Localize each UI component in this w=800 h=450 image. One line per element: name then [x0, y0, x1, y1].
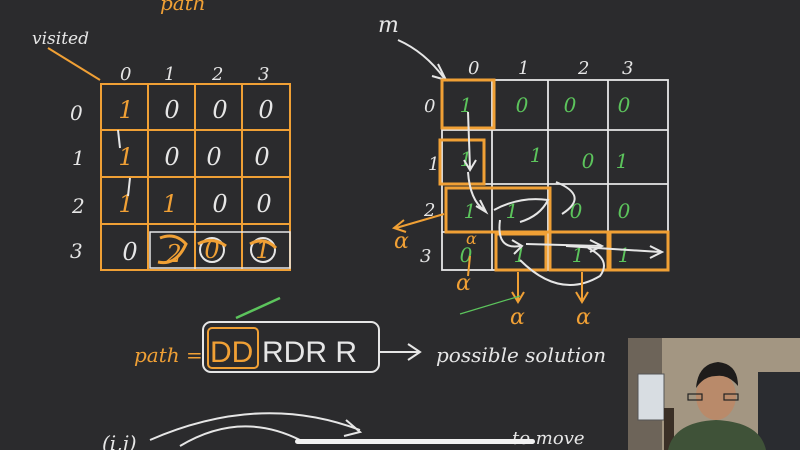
maze-cell-2-1: 1	[506, 199, 519, 223]
path-highlight-box	[207, 327, 259, 369]
visited-col-3: 3	[258, 64, 269, 85]
maze-row-0: 0	[424, 96, 435, 117]
visited-cell-1-1: 0	[164, 143, 179, 171]
maze-col-1: 1	[518, 58, 529, 79]
visited-cell-0-0: 1	[118, 96, 133, 124]
matrix-label: m	[378, 13, 399, 38]
presenter-webcam	[628, 338, 800, 450]
visited-cell-1-3: 0	[254, 143, 269, 171]
visited-cell-1-2: 0	[206, 143, 221, 171]
visited-grid	[100, 83, 291, 271]
alpha-arrows	[391, 213, 589, 304]
maze-row-2: 2	[423, 200, 435, 221]
alpha-bottom-1: α	[510, 305, 525, 330]
maze-row-1: 1	[428, 154, 439, 175]
maze-row-indices: 0 1 2 3	[420, 96, 439, 267]
visited-scribbles	[117, 129, 291, 269]
visited-row-2: 2	[71, 194, 85, 218]
maze-cell-2-3: 0	[618, 199, 631, 223]
visited-row-0: 0	[70, 101, 83, 125]
maze-cell-1-1: 1	[530, 143, 543, 167]
maze-cell-0-2: 0	[564, 93, 577, 117]
maze-cell-3-1: 1	[514, 243, 527, 267]
visited-col-1: 1	[164, 64, 175, 85]
alpha-left: α	[394, 229, 409, 254]
alpha-mid-upper: α	[466, 229, 477, 248]
path-label: path =	[134, 343, 203, 367]
maze-cell-3-3: 1	[618, 243, 631, 267]
visited-row-indices: 0 1 2 3	[70, 101, 85, 263]
maze-col-0: 0	[468, 58, 479, 79]
visited-cell-3-2: 0	[204, 236, 219, 264]
visited-pointer-line	[47, 47, 101, 81]
visited-col-0: 0	[120, 64, 131, 85]
green-check-mark	[235, 296, 281, 320]
maze-cell-0-3: 0	[618, 93, 631, 117]
maze-cell-0-1: 0	[516, 93, 529, 117]
visited-col-2: 2	[211, 64, 223, 85]
maze-cell-2-2: 0	[570, 199, 583, 223]
maze-cell-1-2: 0	[582, 149, 595, 173]
visited-cell-2-0: 1	[118, 190, 133, 218]
visited-row-3: 3	[70, 239, 83, 263]
visited-orange-scribbles	[157, 234, 278, 265]
maze-cell-0-0: 1	[460, 93, 473, 117]
visited-label: visited	[32, 29, 89, 49]
maze-col-3: 3	[622, 58, 633, 79]
matrix-pointer	[397, 39, 448, 82]
maze-col-2: 2	[577, 58, 589, 79]
top-path-label: path	[160, 0, 206, 15]
visited-row-1: 1	[72, 146, 85, 170]
visited-cell-2-3: 0	[256, 190, 271, 218]
visited-cell-0-2: 0	[212, 96, 227, 124]
maze-cell-2-0: 1	[464, 199, 477, 223]
visited-cell-3-0: 0	[122, 238, 137, 266]
visited-cell-1-0: 1	[118, 143, 133, 171]
path-value-highlight: DD	[210, 336, 253, 369]
maze-white-arrows	[463, 111, 665, 286]
visited-cell-2-1: 1	[162, 190, 177, 218]
webcam-scene	[628, 338, 800, 450]
alpha-bottom-2: α	[576, 305, 591, 330]
maze-cell-1-3: 1	[616, 149, 629, 173]
maze-row-3: 3	[420, 246, 431, 267]
maze-path-highlights	[438, 78, 670, 272]
visited-col-indices: 0 1 2 3	[120, 64, 269, 85]
alpha-mid-lower: α	[456, 271, 471, 296]
path-to-solution-arrow	[380, 343, 422, 361]
possible-solution-text: possible solution	[436, 343, 606, 367]
visited-cell-0-1: 0	[164, 96, 179, 124]
alpha-markers: α α α α α	[394, 229, 591, 330]
path-value-box	[202, 321, 380, 373]
bottom-left-text: (i,j)	[102, 431, 137, 450]
path-value-rest: RDR R	[262, 336, 357, 369]
visited-cell-2-2: 0	[212, 190, 227, 218]
video-scrubber[interactable]	[295, 439, 535, 444]
maze-col-indices: 0 1 2 3	[468, 58, 633, 79]
maze-cells: 1 0 0 0 1 1 0 1 1 1 0 0 0 1 1 1	[460, 93, 631, 267]
green-underline-mark	[459, 295, 521, 315]
visited-cell-0-3: 0	[258, 96, 273, 124]
maze-cell-3-2: 1	[572, 243, 585, 267]
bottom-scribbles	[149, 412, 363, 447]
